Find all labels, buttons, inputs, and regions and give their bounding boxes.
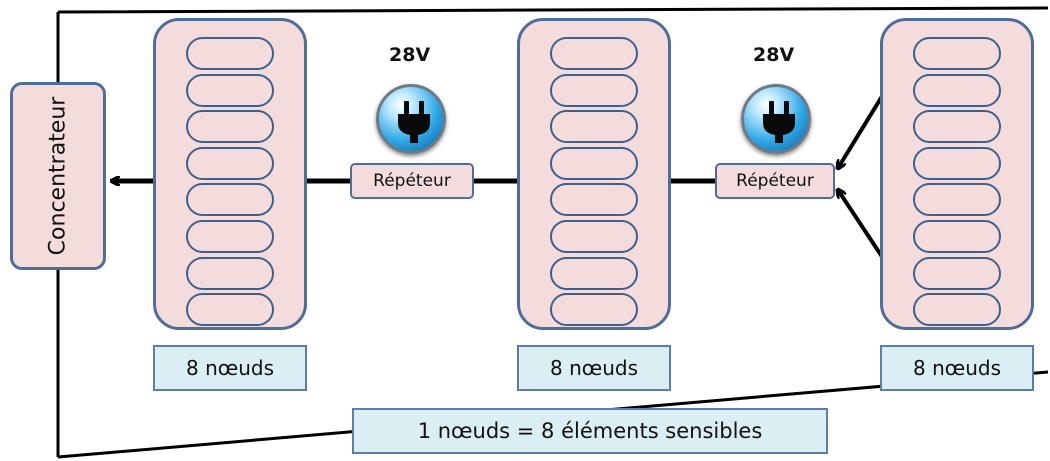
sensor-node: [550, 220, 638, 253]
sensor-node: [186, 183, 274, 217]
sensor-node: [186, 146, 274, 180]
sensor-node: [186, 110, 274, 144]
sensor-node: [913, 73, 1001, 107]
sensor-node: [186, 256, 274, 290]
power-plug-icon: [741, 84, 811, 154]
sensor-node: [550, 37, 638, 70]
sensor-node: [913, 293, 1001, 327]
repeater-1: Répéteur: [350, 163, 474, 199]
legend-note: 1 nœuds = 8 éléments sensibles: [352, 408, 828, 454]
sensor-node: [186, 37, 274, 70]
power-plug-icon: [376, 84, 446, 154]
repeater-1-voltage: 28V: [389, 44, 431, 66]
node-group-1-caption: 8 nœuds: [153, 345, 307, 391]
node-group-1: [153, 18, 307, 330]
node-group-2-caption: 8 nœuds: [517, 345, 671, 391]
concentrator-label: Concentrateur: [45, 96, 71, 256]
sensor-node: [550, 146, 638, 180]
node-group-3: [880, 18, 1034, 330]
sensor-node: [550, 293, 638, 327]
sensor-node: [913, 220, 1001, 253]
concentrator-box: Concentrateur: [10, 82, 106, 270]
sensor-node: [550, 73, 638, 107]
sensor-node: [913, 110, 1001, 144]
sensor-node: [913, 183, 1001, 217]
sensor-node: [913, 146, 1001, 180]
enclosure-outline: [56, 6, 1049, 459]
sensor-node: [550, 256, 638, 290]
repeater-2-voltage: 28V: [753, 44, 795, 66]
sensor-node: [913, 256, 1001, 290]
node-group-2: [517, 18, 671, 330]
repeater-2: Répéteur: [715, 163, 835, 199]
sensor-node: [186, 73, 274, 107]
node-group-3-caption: 8 nœuds: [880, 345, 1034, 391]
sensor-node: [186, 220, 274, 253]
sensor-node: [186, 293, 274, 327]
sensor-node: [550, 110, 638, 144]
sensor-node: [550, 183, 638, 217]
sensor-node: [913, 37, 1001, 70]
